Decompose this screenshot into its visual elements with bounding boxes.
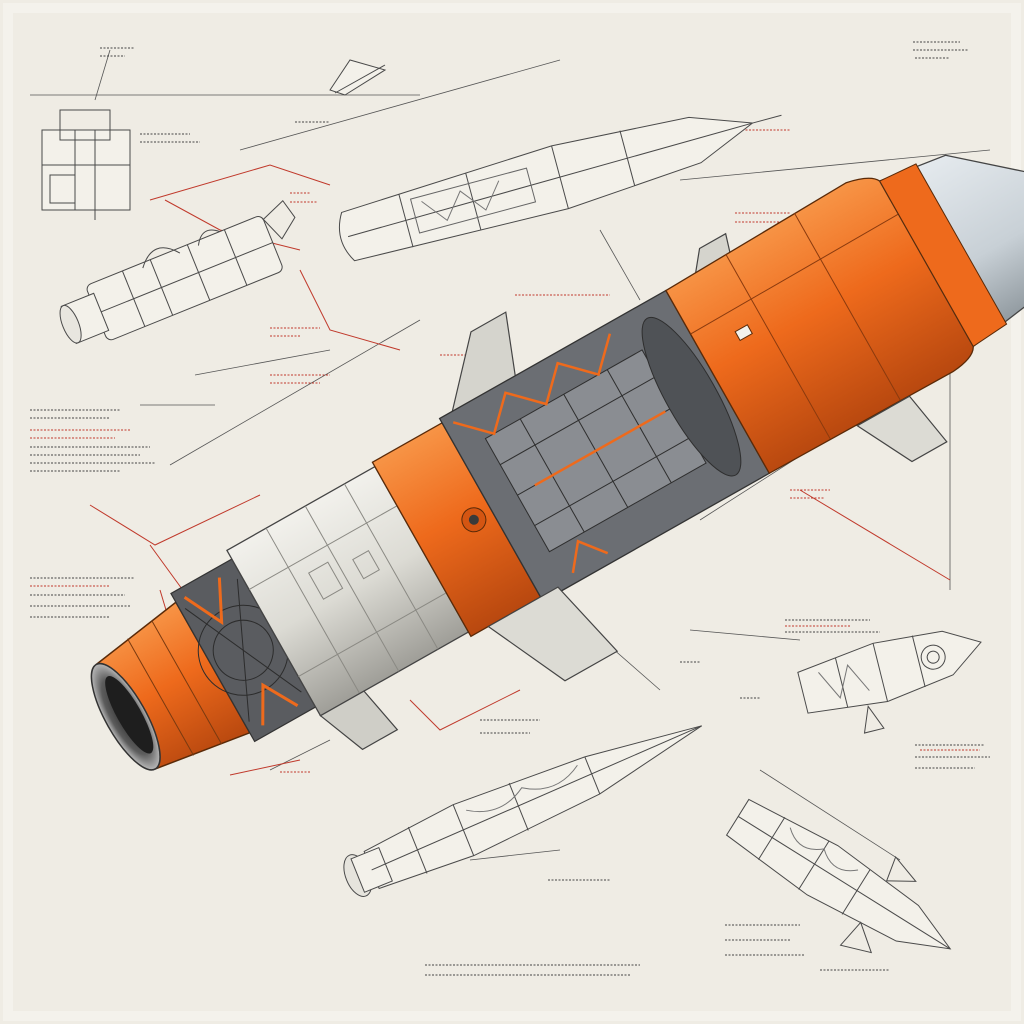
rocket-sketch-bottom-right bbox=[725, 798, 952, 954]
rocket-sketch-top bbox=[329, 59, 782, 262]
fin-lower-front bbox=[856, 395, 948, 463]
nozzle-throat bbox=[105, 676, 154, 754]
annotation-text-blocks bbox=[30, 41, 990, 976]
fin-lower-rear bbox=[487, 586, 619, 682]
paper-border bbox=[3, 3, 1021, 1021]
rocket-sketch-right bbox=[797, 630, 982, 734]
fin-engine-lower bbox=[319, 690, 399, 751]
main-rocket-cutaway bbox=[90, 154, 1024, 771]
rocket-sketch-bottom bbox=[343, 725, 702, 897]
engine-sketch-top-left bbox=[41, 109, 296, 345]
